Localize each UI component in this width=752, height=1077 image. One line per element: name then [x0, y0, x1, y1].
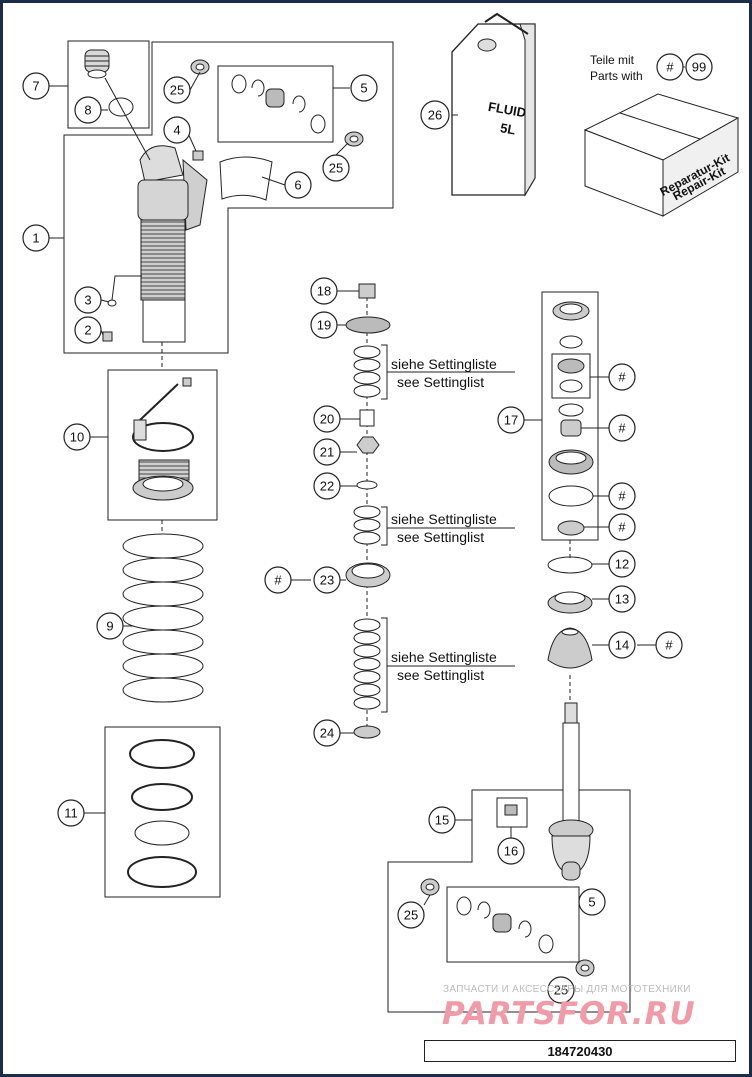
callout-15: 15 [435, 813, 449, 828]
callout-25: 25 [170, 83, 184, 98]
shock-absorber-body [104, 77, 208, 343]
setting-note-en: see Settinglist [397, 374, 484, 390]
setting-note-en: see Settinglist [397, 667, 484, 683]
callout-20: 20 [320, 412, 334, 427]
reservoir-cap-part [84, 49, 110, 79]
callout-2: 2 [84, 323, 91, 338]
callout-hash: # [618, 370, 626, 385]
callout-9: 9 [106, 619, 113, 634]
piston-shim-stack [345, 283, 515, 739]
callout-7: 7 [32, 79, 39, 94]
legend-text-de: Teile mit [590, 53, 635, 67]
callout-12: 12 [615, 557, 629, 572]
sticker-part [219, 156, 273, 201]
callout-hash: # [665, 638, 673, 653]
fluid-volume-label: 5L [499, 120, 517, 137]
setting-note-de: siehe Settingliste [391, 511, 497, 527]
spring-adjuster-group [107, 342, 218, 521]
callout-3: 3 [84, 293, 91, 308]
callout-6: 6 [294, 178, 301, 193]
setting-note-de: siehe Settingliste [391, 649, 497, 665]
legend-kit-number: 99 [692, 60, 706, 75]
setting-note-en: see Settinglist [397, 529, 484, 545]
legend-text-en: Parts with [590, 69, 643, 83]
bleed-screw-part [192, 150, 204, 161]
coil-spring-part [122, 520, 204, 703]
circlip-part [547, 556, 593, 574]
watermark-tagline: ЗАПЧАСТИ И АКСЕССУАРЫ ДЛЯ МОТОТЕХНИКИ [443, 984, 691, 995]
callout-circles [22, 53, 713, 1004]
bolt-part [102, 331, 113, 342]
bump-rubber-part [547, 627, 593, 669]
callout-13: 13 [615, 592, 629, 607]
fluid-can-part: FLUID 5L [451, 12, 536, 197]
bushing-part [190, 59, 210, 75]
callout-14: 14 [615, 638, 629, 653]
setting-note-de: siehe Settingliste [391, 356, 497, 372]
callout-1: 1 [32, 231, 39, 246]
callout-22: 22 [320, 479, 334, 494]
callout-25: 25 [404, 908, 418, 923]
callout-21: 21 [320, 445, 334, 460]
bushing-part [344, 131, 364, 147]
watermark-logo: PARTSFOR.RU [442, 996, 696, 1032]
legend-hash: # [666, 60, 674, 75]
leader-lines [49, 66, 685, 906]
bearing-kit-part [231, 74, 326, 134]
callout-11: 11 [64, 806, 78, 821]
callout-hash: # [618, 421, 626, 436]
shock-body-group [63, 40, 394, 354]
callout-17: 17 [504, 413, 518, 428]
callout-25: 25 [554, 983, 568, 998]
bump-stop-cap-part [547, 591, 593, 614]
callout-5: 5 [360, 81, 367, 96]
callout-16: 16 [504, 844, 518, 859]
callout-26: 26 [428, 108, 442, 123]
washer-part [107, 299, 117, 307]
piston-rod-group [387, 675, 631, 1013]
callout-4: 4 [173, 123, 180, 138]
callout-18: 18 [317, 284, 331, 299]
callout-hash: # [618, 520, 626, 535]
callout-5: 5 [588, 895, 595, 910]
callout-10: 10 [70, 430, 84, 445]
callout-19: 19 [317, 318, 331, 333]
callout-hash: # [274, 573, 282, 588]
callout-25: 25 [329, 161, 343, 176]
callout-23: 23 [320, 573, 334, 588]
fluid-label: FLUID [487, 99, 527, 120]
callout-8: 8 [84, 103, 91, 118]
seal-head-group [541, 291, 599, 560]
callout-hash: # [618, 489, 626, 504]
spring-seat-group [104, 726, 221, 898]
drawing-number: 184720430 [424, 1040, 736, 1062]
callout-24: 24 [320, 726, 334, 741]
repair-kit-box: Reparatur-Kit Repair-Kit [583, 93, 740, 217]
